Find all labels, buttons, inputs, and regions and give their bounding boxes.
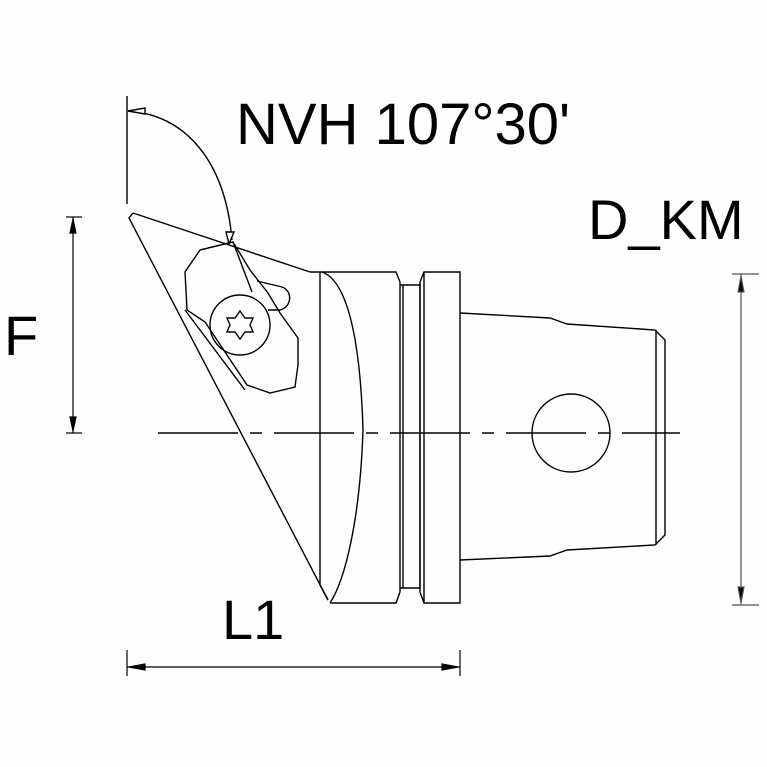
flange — [419, 271, 461, 604]
clamp-plate — [184, 241, 299, 394]
l1-label: L1 — [222, 588, 285, 651]
f-label: F — [4, 304, 39, 367]
clamp-pin — [256, 280, 291, 311]
f-arrow-bottom — [69, 416, 77, 432]
f-arrow-top — [69, 218, 77, 234]
dkm-arrow-bottom — [737, 586, 745, 604]
dkm-arrow-top — [737, 275, 745, 293]
head-body — [320, 271, 401, 604]
shank — [459, 312, 666, 561]
screw-head — [209, 294, 271, 356]
groove — [400, 284, 421, 589]
torx-socket-icon — [225, 309, 255, 341]
angle-arc — [127, 110, 233, 241]
tool-designation-title: NVH 107°30' — [236, 92, 571, 157]
angle-arrow-bottom — [225, 231, 236, 247]
insert-outline — [128, 212, 329, 601]
head-curve-face — [321, 271, 364, 604]
head-left-curve — [310, 271, 329, 601]
angle-arrow-top — [127, 107, 146, 115]
l1-arrow-right — [441, 663, 459, 671]
dkm-label: D_KM — [588, 188, 744, 251]
l1-arrow-left — [128, 663, 146, 671]
clamp-inner-edge — [184, 241, 253, 391]
